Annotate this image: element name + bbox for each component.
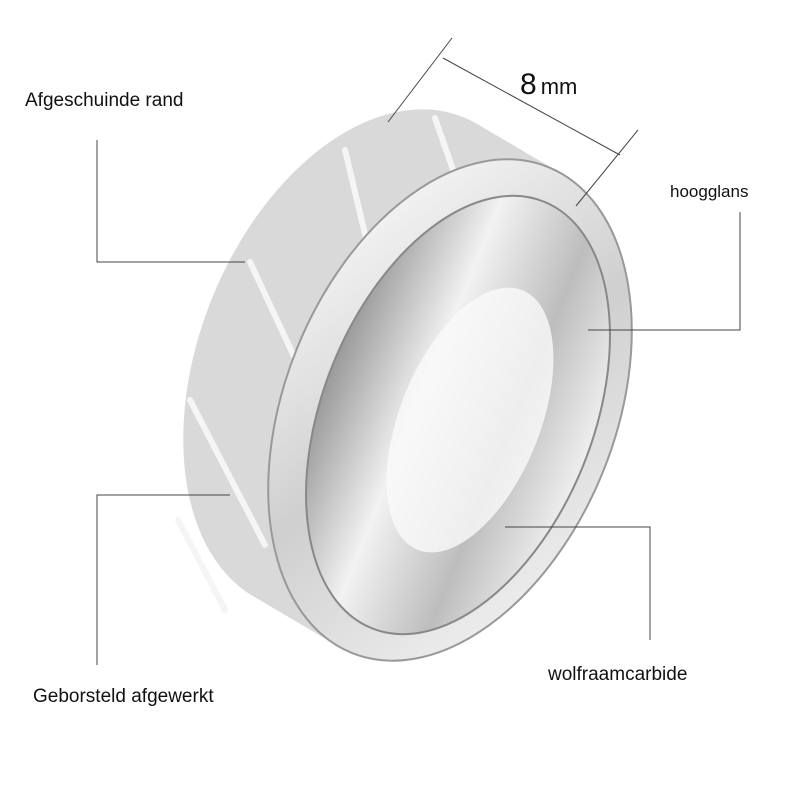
leader-brushed xyxy=(96,494,230,665)
inner-highlight xyxy=(386,287,554,553)
dimension-unit: mm xyxy=(540,74,578,99)
leader-beveled-edge xyxy=(96,140,245,263)
label-beveled-edge: Afgeschuinde rand xyxy=(25,90,184,111)
label-brushed: Geborsteld afgewerkt xyxy=(33,686,214,707)
label-material: wolfraamcarbide xyxy=(548,664,688,685)
leader-material xyxy=(505,526,651,640)
dimension-line xyxy=(442,57,621,156)
leader-high-gloss xyxy=(588,212,741,331)
dimension-extension-right xyxy=(575,129,639,207)
dimension-extension-left xyxy=(387,37,453,123)
label-high-gloss: hoogglans xyxy=(670,182,749,201)
leader-lines xyxy=(96,37,741,665)
groove xyxy=(187,397,268,548)
groove xyxy=(175,517,228,613)
dimension-value: 8 xyxy=(520,68,537,101)
